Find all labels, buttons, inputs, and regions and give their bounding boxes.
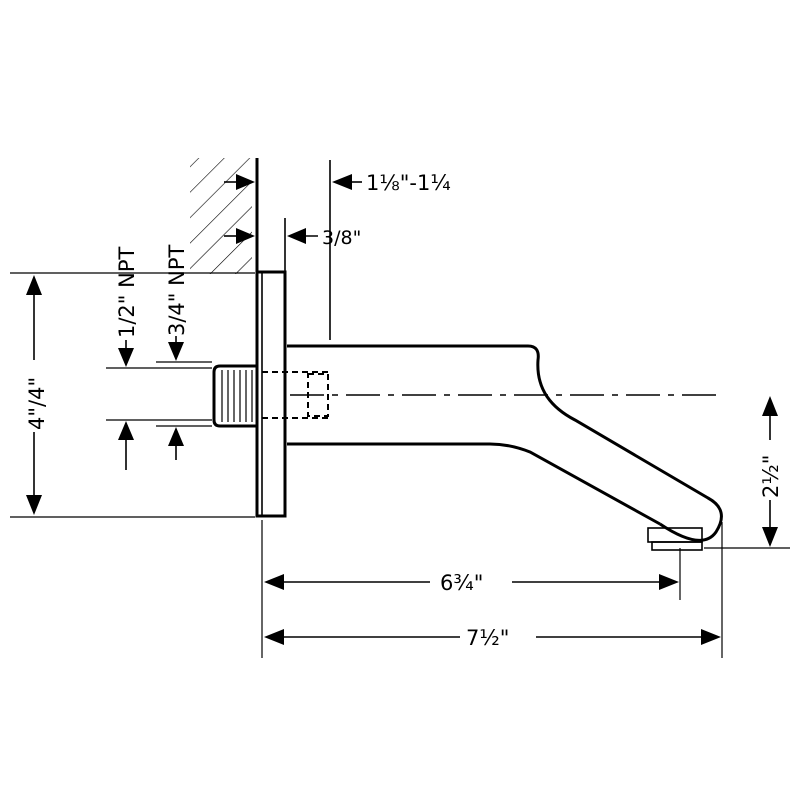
dim-height-outlet [10, 272, 255, 518]
dim-escutcheon-thickness [224, 174, 318, 272]
dim-npt-connection [106, 336, 212, 470]
dim-label-overall-length: 7½" [466, 626, 509, 650]
dim-reach-outlet [261, 520, 681, 658]
dim-label-height-outlet: 4"/4" [25, 377, 49, 430]
dim-label-escutcheon-thickness: 3/8" [322, 227, 361, 249]
dim-spout-drop [704, 396, 790, 549]
escutcheon-plate [255, 270, 287, 518]
dim-escutcheon-gap [329, 160, 362, 340]
wall-section [190, 158, 259, 274]
threaded-connector [212, 364, 257, 428]
dim-label-reach-outlet: 6¾" [440, 571, 483, 595]
dim-label-three-quarter-npt: 3/4" NPT [165, 244, 189, 336]
dim-label-half-npt: 1/2" NPT [115, 246, 139, 338]
dim-overall-length [264, 522, 723, 658]
dim-label-escutcheon-gap: 1⅛"-1¼ [366, 171, 451, 195]
dim-label-spout-drop: 2½" [759, 455, 783, 498]
spout-body [287, 344, 723, 551]
